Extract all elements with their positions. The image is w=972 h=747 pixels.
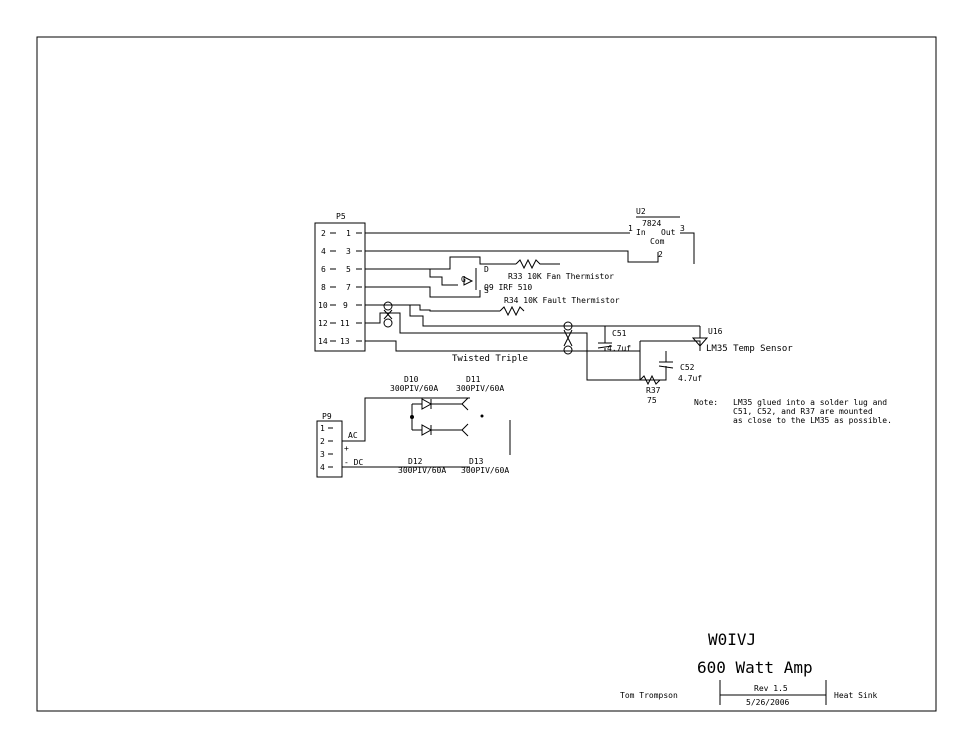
u2-pin-com: 2 <box>658 250 663 259</box>
date: 5/26/2006 <box>746 698 790 707</box>
p5-pin-10: 10 <box>318 301 328 310</box>
u16-lm35: U16 LM35 Temp Sensor <box>639 326 793 380</box>
p9-ref: P9 <box>322 412 332 421</box>
p9-pin-4: 4 <box>320 463 325 472</box>
u16-label: LM35 Temp Sensor <box>706 344 793 354</box>
r34-label: R34 10K Fault Thermistor <box>504 296 620 305</box>
p5-pin-6: 6 <box>321 265 326 274</box>
u2-ref: U2 <box>636 207 646 216</box>
r37-ref: R37 <box>646 386 661 395</box>
p5-pin-3: 3 <box>346 247 351 256</box>
drawing-title: 600 Watt Amp <box>697 658 813 677</box>
p5-pin-1: 1 <box>346 229 351 238</box>
note-label: Note: <box>694 398 718 407</box>
u2-regulator: U2 7824 1 In Out 3 Com 2 <box>628 207 695 264</box>
p9-dc-label: - DC <box>344 458 363 467</box>
r34-resistor: R34 10K Fault Thermistor <box>499 296 620 317</box>
c51-capacitor: C51 4.7uf <box>597 326 631 353</box>
p5-pin-13: 13 <box>340 337 350 346</box>
p9-pin-2: 2 <box>320 437 325 446</box>
q9-drain-label: D <box>484 265 489 274</box>
u2-com-label: Com <box>650 237 665 246</box>
d12-rating: 300PIV/60A <box>398 466 446 475</box>
p5-pin-5: 5 <box>346 265 351 274</box>
revision: Rev 1.5 <box>754 684 788 693</box>
d11-ref: D11 <box>466 375 481 384</box>
connector-p5: P5 2 4 6 8 10 12 14 1 3 5 7 9 11 13 <box>314 212 366 352</box>
sheet-border <box>36 36 937 712</box>
u2-part: 7824 <box>642 219 661 228</box>
p5-pin-11: 11 <box>340 319 350 328</box>
u2-in-label: In <box>636 228 646 237</box>
d10-rating: 300PIV/60A <box>390 384 438 393</box>
connector-p9: P9 1 2 3 4 AC + - DC <box>316 412 363 478</box>
author: Tom Trompson <box>620 691 678 700</box>
p9-pin-3: 3 <box>320 450 325 459</box>
d13-rating: 300PIV/60A <box>461 466 509 475</box>
title-block: W0IVJ 600 Watt Amp Tom Trompson Rev 1.5 … <box>620 630 878 707</box>
note-line-2: C51, C52, and R37 are mounted <box>733 407 873 416</box>
d13-ref: D13 <box>469 457 484 466</box>
note-block: Note: LM35 glued into a solder lug and C… <box>694 398 892 425</box>
c52-value: 4.7uf <box>678 374 702 383</box>
p5-pin-14: 14 <box>318 337 328 346</box>
sheet-name: Heat Sink <box>834 691 878 700</box>
p9-pin-1: 1 <box>320 424 325 433</box>
p5-pin-12: 12 <box>318 319 328 328</box>
r37-value: 75 <box>647 396 657 405</box>
twist-markers <box>383 301 573 355</box>
p9-plus-label: + <box>344 444 349 453</box>
q9-source-label: S <box>484 286 489 295</box>
u2-pin-in: 1 <box>628 224 633 233</box>
note-line-3: as close to the LM35 as possible. <box>733 416 892 425</box>
c51-ref: C51 <box>612 329 627 338</box>
u2-pin-out: 3 <box>680 224 685 233</box>
d10-ref: D10 <box>404 375 419 384</box>
p5-ref: P5 <box>336 212 346 221</box>
p5-pin-4: 4 <box>321 247 326 256</box>
twisted-triple-label: Twisted Triple <box>452 354 528 364</box>
r37-resistor: R37 75 <box>639 374 666 405</box>
p5-pin-8: 8 <box>321 283 326 292</box>
p5-pin-9: 9 <box>343 301 348 310</box>
u2-out-label: Out <box>661 228 676 237</box>
q9-mosfet: G D S Q9 IRF 510 <box>461 265 532 295</box>
u16-ref: U16 <box>708 327 723 336</box>
c52-capacitor: C52 4.7uf <box>640 351 702 383</box>
c51-value: 4.7uf <box>607 344 631 353</box>
p9-ac-label: AC <box>348 431 358 440</box>
rectifier-bridge: D10 300PIV/60A D11 300PIV/60A D12 300PIV… <box>342 375 511 475</box>
p5-pin-7: 7 <box>346 283 351 292</box>
q9-label: Q9 IRF 510 <box>484 283 532 292</box>
r33-label: R33 10K Fan Thermistor <box>508 272 614 281</box>
d12-ref: D12 <box>408 457 423 466</box>
note-line-1: LM35 glued into a solder lug and <box>733 398 887 407</box>
p5-pin-2: 2 <box>321 229 326 238</box>
d11-rating: 300PIV/60A <box>456 384 504 393</box>
r33-resistor: R33 10K Fan Thermistor <box>508 258 614 281</box>
c52-ref: C52 <box>680 363 695 372</box>
callsign: W0IVJ <box>708 630 756 649</box>
p5-wiring <box>365 232 700 381</box>
